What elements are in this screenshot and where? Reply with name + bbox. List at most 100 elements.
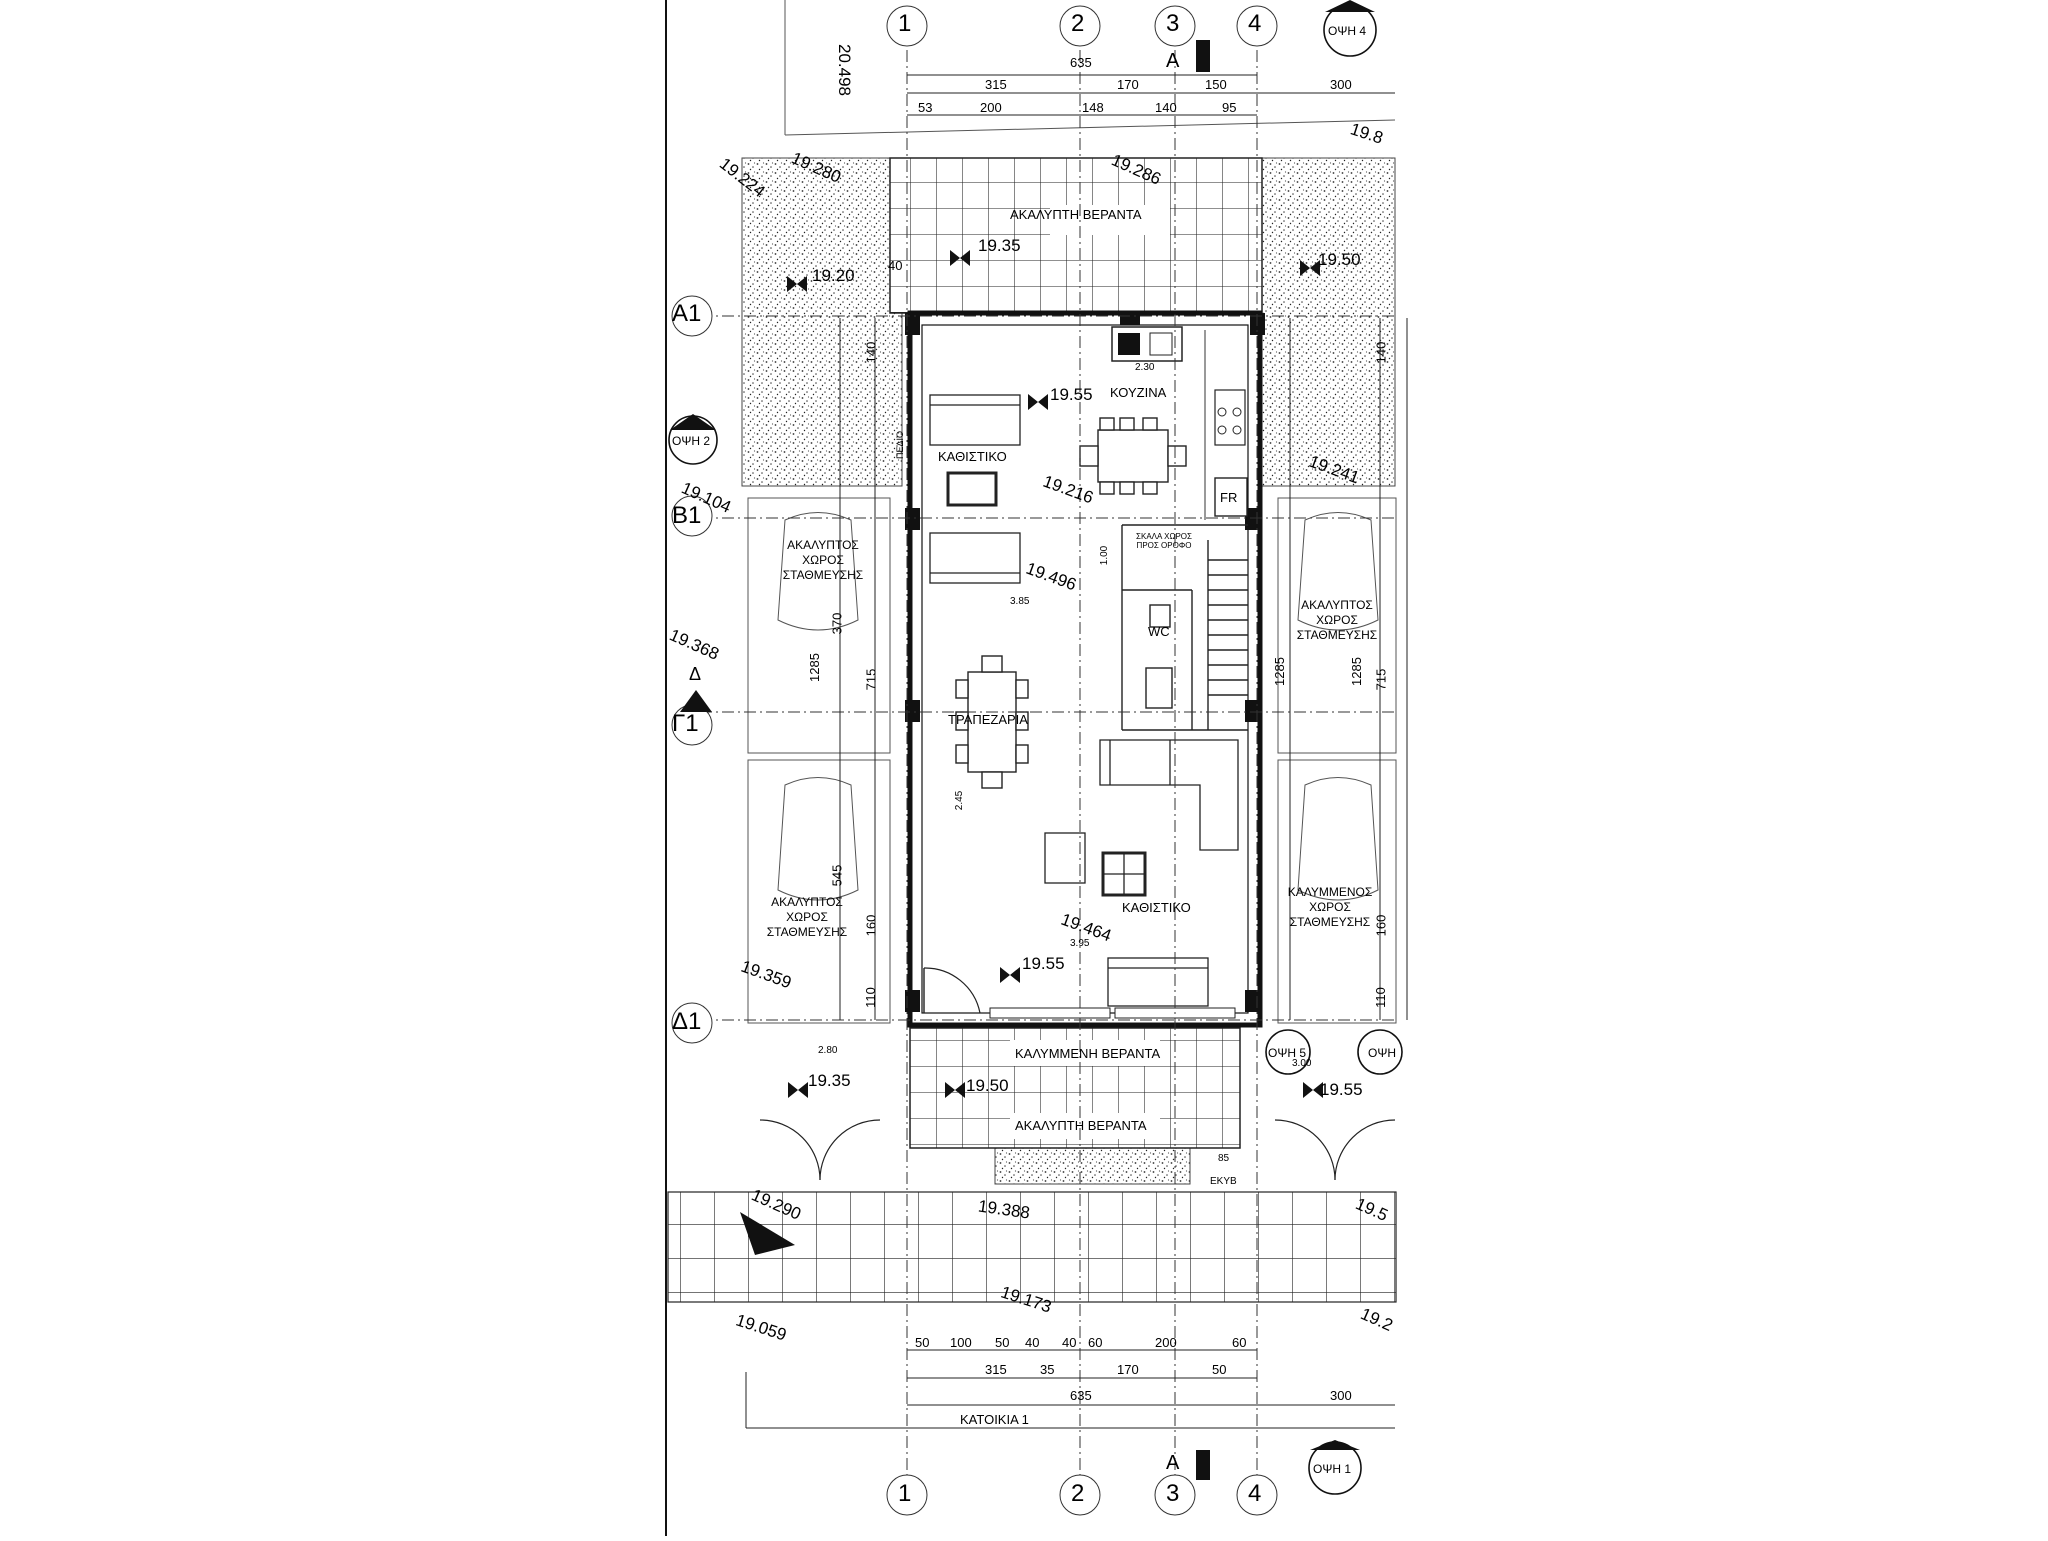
elev-19359: 19.359 [738, 956, 794, 993]
elev-192: 19.2 [1357, 1304, 1396, 1335]
grid-col-1-top: 1 [898, 10, 912, 37]
dim-bot-60a: 60 [1088, 1335, 1103, 1350]
parking-label-line: ΧΩΡΟΣ [1316, 613, 1358, 627]
room-living-top: ΚΑΘΙΣΤΙΚΟ [938, 449, 1007, 464]
elev-198: 19.8 [1348, 119, 1386, 148]
dim-top-315: 315 [985, 77, 1007, 92]
section-mark-bottom: A [1166, 1452, 1180, 1474]
room-ekyb: ΕΚΥΒ [1210, 1176, 1237, 1187]
dim-bot-60b: 60 [1232, 1335, 1247, 1350]
dim-left-1285: 1285 [806, 653, 822, 682]
dim-top-200: 200 [980, 100, 1002, 115]
dim-395: 3.95 [1070, 938, 1090, 949]
dim-bot-overall: 635 [1070, 1388, 1092, 1403]
dim-280: 2.80 [818, 1045, 838, 1056]
dim-bot-right: 300 [1330, 1388, 1352, 1403]
grid-row-g1: Γ1 [672, 710, 699, 737]
elev-1935a: 19.35 [978, 236, 1021, 255]
dim-right-110: 110 [1372, 987, 1388, 1008]
parking-label-line: ΑΚΑΛΥΠΤΟΣ [787, 538, 859, 552]
parking-label-line: ΣΤΑΘΜΕΥΣΗΣ [766, 925, 848, 939]
room-dining: ΤΡΑΠΕΖΑΡΙΑ [948, 712, 1028, 727]
view-5-marker [1265, 1029, 1311, 1075]
elev-1950b: 19.50 [966, 1076, 1009, 1095]
view-6-marker [1357, 1029, 1403, 1075]
dim-top-148: 148 [1082, 100, 1104, 115]
elev-19368: 19.368 [666, 625, 722, 664]
grid-row-b1: B1 [672, 502, 702, 529]
grid-col-3-bottom-marker [1154, 1474, 1196, 1516]
dining-table [955, 655, 1029, 789]
dim-bot-50c: 50 [1212, 1362, 1227, 1377]
dim-100: 1.00 [1099, 545, 1111, 566]
elev-19059: 19.059 [733, 1310, 789, 1345]
dim-bot-40b: 40 [1062, 1335, 1077, 1350]
grid-col-2-top: 2 [1071, 10, 1085, 37]
dim-bot-315: 315 [985, 1362, 1007, 1377]
parking-right-top: ΑΚΑΛΥΠΤΟΣ ΧΩΡΟΣ ΣΤΑΘΜΕΥΣΗΣ [1292, 598, 1382, 643]
dim-left-545: 545 [829, 864, 845, 887]
dim-right-140: 140 [1373, 341, 1389, 364]
dim-300: 3.00 [1292, 1058, 1312, 1069]
grid-col-1-top-marker [886, 5, 928, 47]
parking-label-line: ΣΤΑΘΜΕΥΣΗΣ [1289, 915, 1371, 929]
grid-col-3-bottom: 3 [1166, 1480, 1180, 1507]
view-1-label: ΟΨΗ 1 [1313, 1462, 1352, 1476]
parking-label-line: ΣΤΑΘΜΕΥΣΗΣ [1296, 628, 1378, 642]
room-living-bottom: ΚΑΘΙΣΤΙΚΟ [1122, 900, 1191, 915]
elev-19290: 19.290 [748, 1185, 804, 1224]
elev-1920: 19.20 [812, 266, 855, 285]
garden-right [1261, 157, 1396, 487]
dim-top-95: 95 [1222, 100, 1237, 115]
dim-top-140: 140 [1155, 100, 1177, 115]
elev-19286: 19.286 [1108, 150, 1164, 189]
garden-bottom [994, 1147, 1191, 1185]
grid-col-3-top-marker [1154, 5, 1196, 47]
section-mark-side: Δ [689, 664, 702, 684]
view-6-label: ΟΨΗ [1368, 1046, 1397, 1060]
dim-right-715: 715 [1373, 668, 1389, 691]
dim-top-53: 53 [918, 100, 933, 115]
room-covered-veranda: ΚΑΛΥΜΜΕΝΗ ΒΕΡΑΝΤΑ [1015, 1046, 1161, 1061]
dim-left-715: 715 [863, 668, 879, 691]
dim-left-160: 160 [863, 914, 879, 937]
elev-19241: 19.241 [1306, 451, 1362, 488]
parking-left-top: ΑΚΑΛΥΠΤΟΣ ΧΩΡΟΣ ΣΤΑΘΜΕΥΣΗΣ [778, 538, 868, 583]
dim-right-1285a: 1285 [1271, 657, 1287, 686]
elev-20498: 20.498 [835, 44, 854, 96]
drawing-caption: ΚΑΤΟΙΚΙΑ 1 [960, 1412, 1029, 1427]
dim-230: 2.30 [1135, 362, 1155, 373]
elev-1950a: 19.50 [1318, 250, 1361, 269]
parking-left-bottom: ΑΚΑΛΥΠΤΟΣ ΧΩΡΟΣ ΣΤΑΘΜΕΥΣΗΣ [762, 895, 852, 940]
parking-right-bottom: ΚΑΛΥΜΜΕΝΟΣ ΧΩΡΟΣ ΣΤΑΘΜΕΥΣΗΣ [1280, 885, 1380, 930]
elev-19388: 19.388 [977, 1196, 1032, 1223]
elev-19496: 19.496 [1023, 558, 1079, 595]
sidewalk-tiles [667, 1191, 1397, 1303]
kitchen-table [1079, 417, 1187, 495]
parking-label-line: ΧΩΡΟΣ [802, 553, 844, 567]
dim-bot-50a: 50 [915, 1335, 930, 1350]
dim-bot-200: 200 [1155, 1335, 1177, 1350]
elev-19280: 19.280 [788, 148, 844, 187]
dim-bot-50b: 50 [995, 1335, 1010, 1350]
view-5-label: ΟΨΗ 5 [1268, 1046, 1307, 1060]
dim-left-110: 110 [862, 987, 878, 1008]
veranda-top-tiles [889, 157, 1263, 314]
dim-top-150: 150 [1205, 77, 1227, 92]
dim-left-370: 370 [829, 612, 845, 635]
room-kitchen: ΚΟΥΖΙΝΑ [1110, 385, 1167, 400]
section-mark-top: A [1166, 50, 1180, 72]
dim-bot-170: 170 [1117, 1362, 1139, 1377]
grid-col-3-top: 3 [1166, 10, 1180, 37]
dim-bot-100: 100 [950, 1335, 972, 1350]
dim-85: 85 [1218, 1153, 1230, 1164]
grid-col-2-bottom: 2 [1071, 1480, 1085, 1507]
dim-right-160: 160 [1373, 914, 1389, 937]
dim-40: 40 [888, 258, 903, 273]
grid-col-2-bottom-marker [1059, 1474, 1101, 1516]
elev-19224: 19.224 [715, 154, 769, 202]
grid-col-4-bottom-marker [1236, 1474, 1278, 1516]
parking-label-line: ΧΩΡΟΣ [1309, 900, 1351, 914]
